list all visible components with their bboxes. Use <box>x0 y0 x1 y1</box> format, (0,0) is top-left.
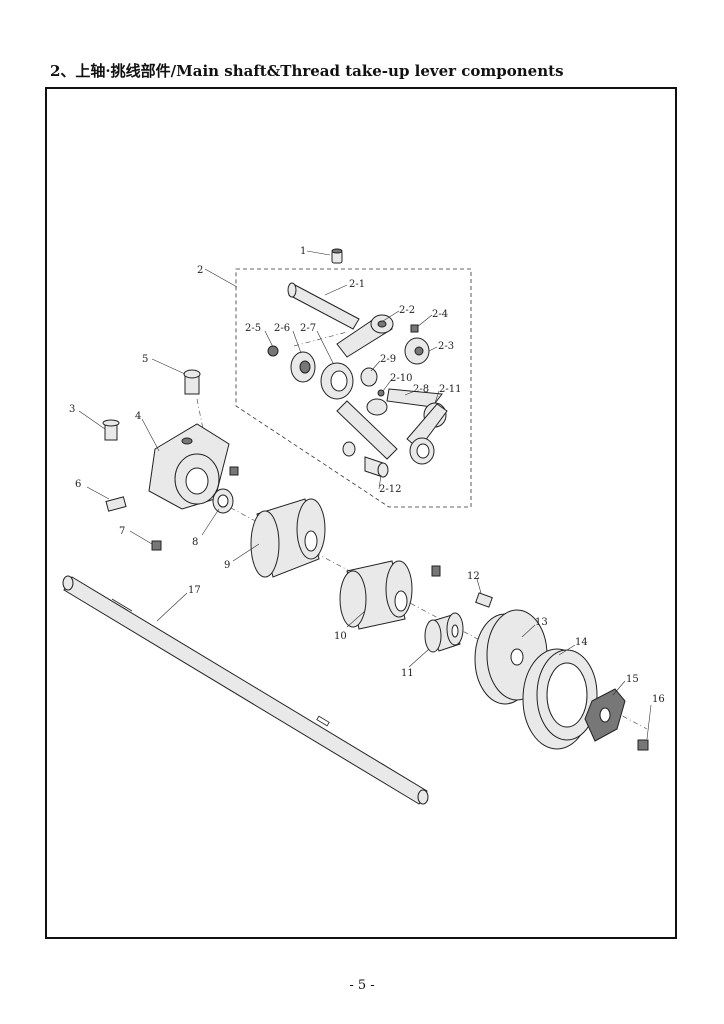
part-7-set-screw <box>151 540 162 551</box>
callout-8: 8 <box>192 537 198 548</box>
callout-13: 13 <box>535 617 548 628</box>
callout-2-10: 2-10 <box>390 373 412 384</box>
exploded-parts-diagram: 1 2 2-1 2-2 2-4 2-3 2-5 2-6 2-7 2-9 2-10… <box>62 246 665 805</box>
part-2-1-crank-pin <box>287 282 360 330</box>
callout-16: 16 <box>652 694 665 705</box>
callout-2-7: 2-7 <box>300 323 316 334</box>
part-11-set-screw <box>431 565 441 577</box>
sub-assembly-boundary <box>235 268 472 508</box>
part-2-3-collar <box>404 337 430 365</box>
callout-2-1: 2-1 <box>349 279 365 290</box>
part-2-9-bushing <box>360 367 378 387</box>
part-2-connecting-rod <box>336 398 398 460</box>
part-8-washer <box>212 488 234 514</box>
callout-17: 17 <box>188 585 201 596</box>
callout-3: 3 <box>69 404 75 415</box>
callout-7: 7 <box>119 526 125 537</box>
leader-lines <box>78 250 652 740</box>
part-2-2-crank <box>336 314 394 358</box>
part-10-cam <box>339 560 413 630</box>
callout-2-3: 2-3 <box>438 341 454 352</box>
part-15-coupling <box>584 688 626 742</box>
callout-2-8: 2-8 <box>413 384 429 395</box>
callout-5: 5 <box>142 354 148 365</box>
callout-1: 1 <box>300 246 306 257</box>
callout-6: 6 <box>75 479 81 490</box>
callout-12: 12 <box>467 571 480 582</box>
callout-2: 2 <box>197 265 203 276</box>
part-2-6-bearing <box>290 351 316 383</box>
callout-2-4: 2-4 <box>432 309 448 320</box>
section-heading: 2、上轴·挑线部件/Main shaft&Thread take-up leve… <box>50 62 564 80</box>
part-2-7-ring <box>320 362 354 400</box>
part-16-set-screw <box>637 739 649 751</box>
part-3-pin <box>102 419 120 441</box>
callout-2-5: 2-5 <box>245 323 261 334</box>
part-6-nut <box>229 466 239 476</box>
callout-11: 11 <box>401 668 414 679</box>
callout-2-12: 2-12 <box>379 484 401 495</box>
callout-2-2: 2-2 <box>399 305 415 316</box>
part-2-4-set-screw <box>410 324 419 333</box>
center-line-pin <box>293 331 348 347</box>
part-5-screw <box>183 369 201 395</box>
part-17-main-shaft <box>62 575 429 805</box>
callout-10: 10 <box>334 631 347 642</box>
part-12-screw <box>475 592 493 608</box>
part-4-bracket <box>148 423 230 510</box>
diagram-frame: 1 2 2-1 2-2 2-4 2-3 2-5 2-6 2-7 2-9 2-10… <box>45 87 677 939</box>
callout-2-6: 2-6 <box>274 323 290 334</box>
part-2-bushing-small <box>342 441 356 457</box>
callout-14: 14 <box>575 637 588 648</box>
part-11-collar <box>424 612 464 653</box>
callout-4: 4 <box>135 411 141 422</box>
center-line-screw <box>196 398 208 450</box>
part-2-11-lever-link <box>406 403 448 465</box>
callout-9: 9 <box>224 560 230 571</box>
part-9-cam <box>250 498 326 578</box>
page-number: - 5 - <box>349 978 375 993</box>
part-1-screw <box>331 248 343 264</box>
callout-2-9: 2-9 <box>380 354 396 365</box>
part-2-12-bushing <box>364 456 389 478</box>
part-6-screw <box>105 496 127 512</box>
part-2-10-screw <box>377 389 385 397</box>
part-14-bearing <box>522 648 598 750</box>
part-2-5-screw <box>267 345 279 357</box>
callout-15: 15 <box>626 674 639 685</box>
callout-2-11: 2-11 <box>439 384 461 395</box>
